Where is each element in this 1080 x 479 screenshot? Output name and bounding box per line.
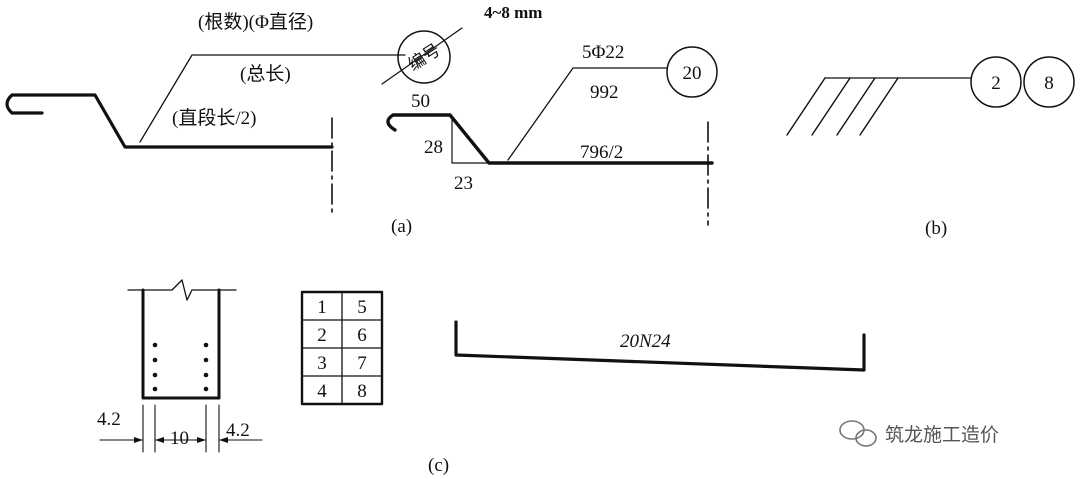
- section-top-break: [127, 279, 237, 301]
- section-outline: [141, 288, 221, 400]
- leader-count-dia: [139, 54, 406, 143]
- mark-circle-20: [666, 46, 718, 98]
- table-cell-r3c1: 3: [317, 353, 327, 374]
- dim-bend-height: 28: [424, 137, 443, 158]
- label-length: 992: [590, 82, 619, 103]
- table-cell-r3c2: 7: [357, 353, 367, 374]
- wechat-icon: [839, 420, 877, 447]
- table-cell-r2c2: 6: [357, 325, 367, 346]
- table-cell-r4c2: 8: [357, 381, 367, 402]
- circle-b-1-text: 2: [991, 73, 1001, 94]
- bar-template-left: [5, 93, 334, 149]
- label-long-bar: 20N24: [620, 331, 671, 352]
- label-total-length: (总长): [240, 63, 291, 85]
- hatch-line-1: [786, 77, 826, 136]
- caption-a: (a): [391, 216, 412, 237]
- label-straight-half: 796/2: [580, 142, 623, 163]
- hatch-line-2: [811, 77, 851, 136]
- bend-triangle: [451, 116, 490, 164]
- label-count-diameter: (根数)(Φ直径): [198, 11, 313, 33]
- table-cell-r4c1: 4: [317, 381, 327, 402]
- table-cell-r2c1: 2: [317, 325, 327, 346]
- stirrup-dots: [152, 342, 209, 392]
- caption-b: (b): [925, 218, 947, 239]
- number-table-grid: [301, 291, 383, 405]
- leader-spec: [507, 67, 668, 161]
- table-cell-r1c2: 5: [357, 297, 367, 318]
- circle-b-1: [970, 56, 1022, 108]
- mark-number-20: 20: [683, 63, 702, 84]
- dim-left-cover: 4.2: [97, 409, 121, 430]
- caption-c: (c): [428, 455, 449, 476]
- dim-right-cover: 4.2: [226, 420, 250, 441]
- label-circle-number: [397, 30, 451, 84]
- circle-b-2-text: 8: [1044, 73, 1054, 94]
- hatch-line-3: [836, 77, 876, 136]
- label-gap: 4~8 mm: [484, 3, 542, 22]
- hatch-line-4: [859, 77, 899, 136]
- long-bar: [454, 320, 866, 372]
- dim-hook-width: 50: [411, 91, 430, 112]
- label-spec: 5Φ22: [582, 42, 624, 63]
- gap-arrow-line: [381, 27, 463, 85]
- dim-mid-spacing: 10: [170, 428, 189, 449]
- watermark-text: 筑龙施工造价: [885, 424, 999, 446]
- dim-bend-run: 23: [454, 173, 473, 194]
- circle-b-2: [1023, 56, 1075, 108]
- dimension-arrowheads: [134, 437, 228, 443]
- bar-dimensioned: [386, 113, 714, 165]
- label-half-straight: (直段长/2): [172, 107, 256, 129]
- table-cell-r1c1: 1: [317, 297, 327, 318]
